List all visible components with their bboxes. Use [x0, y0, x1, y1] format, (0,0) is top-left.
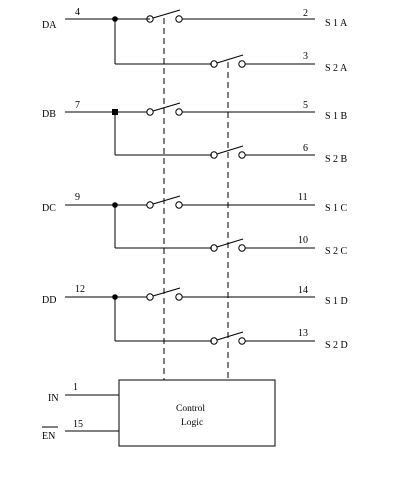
junction-dot [112, 16, 118, 22]
junction-dot [112, 202, 118, 208]
channel-c: DC 9 11 S 1 C 10 S 2 C [42, 192, 348, 257]
switch-s1-blade [152, 102, 181, 112]
switch-s2-blade [216, 145, 244, 155]
input-pin: 9 [75, 192, 80, 203]
out2-label: S 2 B [325, 154, 348, 165]
out1-label: S 1 D [325, 296, 348, 307]
out1-pin: 14 [298, 285, 308, 296]
out2-pin: 3 [303, 51, 308, 62]
out2-label: S 2 A [325, 63, 348, 74]
control-label: Control [176, 404, 205, 414]
channel-b: DB 7 5 S 1 B 6 S 2 B [42, 100, 348, 165]
junction-dot [112, 109, 118, 115]
input-pin: 7 [75, 100, 80, 111]
out1-label: S 1 A [325, 18, 348, 29]
out2-pin: 13 [298, 328, 308, 339]
switch-s1-blade [152, 195, 181, 205]
input-label: DC [42, 203, 56, 214]
out2-pin: 10 [298, 235, 308, 246]
input-pin: 12 [75, 284, 85, 295]
out1-pin: 5 [303, 100, 308, 111]
channel-d: DD 12 14 S 1 D 13 S 2 D [42, 284, 348, 351]
in-label: IN [48, 393, 59, 404]
input-label: DB [42, 109, 56, 120]
en-label: EN [42, 431, 55, 442]
out2-label: S 2 D [325, 340, 348, 351]
out1-pin: 2 [303, 8, 308, 19]
out1-pin: 11 [298, 192, 308, 203]
input-label: DA [42, 20, 57, 31]
switch-s2-blade [216, 54, 244, 64]
out2-pin: 6 [303, 143, 308, 154]
switch-s2-blade [216, 331, 244, 341]
logic-label: Logic [181, 418, 203, 428]
out1-label: S 1 B [325, 111, 348, 122]
switch-s1-blade [152, 287, 181, 297]
out1-label: S 1 C [325, 203, 348, 214]
input-label: DD [42, 295, 56, 306]
control-logic-block: Control Logic IN 1 EN 15 [42, 379, 276, 447]
switch-s1-blade [152, 9, 181, 19]
input-pin: 4 [75, 7, 80, 18]
en-pin: 15 [73, 419, 83, 430]
junction-dot [112, 294, 118, 300]
in-pin: 1 [73, 382, 78, 393]
channel-a: DA 4 2 S 1 A 3 S 2 A [42, 7, 348, 74]
switch-s2-blade [216, 238, 244, 248]
out2-label: S 2 C [325, 246, 348, 257]
